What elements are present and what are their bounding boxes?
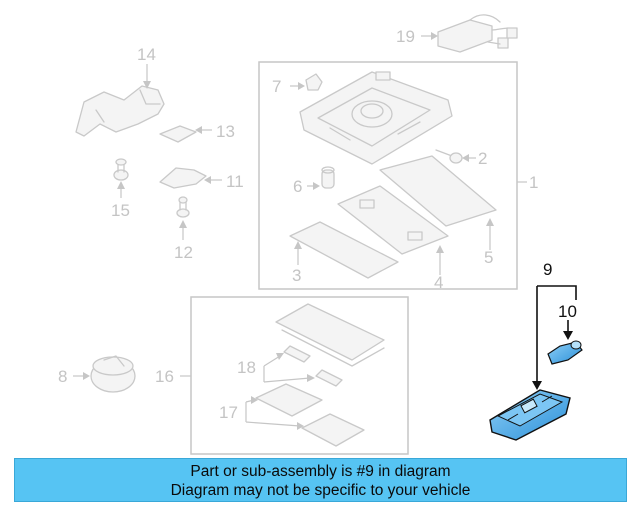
arrow-17a (251, 396, 258, 404)
callout-8: 8 (58, 367, 67, 386)
part-18-bulbs (283, 345, 343, 387)
arrow-10 (563, 331, 573, 340)
callout-3: 3 (292, 266, 301, 285)
callout-14: 14 (137, 45, 156, 64)
callout-12: 12 (174, 243, 193, 262)
callout-19: 19 (396, 27, 415, 46)
arrow-2 (462, 154, 469, 162)
arrow-19 (431, 32, 438, 40)
part-3-pad (289, 221, 399, 279)
part-11-bracket (159, 167, 207, 189)
part-8-lamp (90, 355, 136, 393)
arrow-14 (143, 81, 151, 89)
assembly-box-1 (258, 61, 518, 290)
callout-18: 18 (237, 358, 256, 377)
arrow-7 (298, 82, 305, 90)
arrow-13 (195, 126, 202, 134)
leader-18 (263, 355, 311, 383)
part-13-clip (159, 125, 197, 143)
callout-17: 17 (219, 403, 238, 422)
part-10-bulb (547, 340, 583, 365)
callout-5: 5 (484, 248, 493, 267)
banner-line-2: Diagram may not be specific to your vehi… (170, 482, 471, 499)
part-17-pads (255, 383, 365, 447)
lens-cover (275, 303, 385, 367)
part-5-pad (379, 155, 497, 227)
part-6-plug (321, 166, 335, 189)
arrow-6 (313, 182, 320, 190)
arrow-4 (436, 245, 444, 253)
callout-7: 7 (272, 77, 281, 96)
parts-diagram: 1 2 3 4 5 6 7 8 9 10 11 12 13 14 15 16 1… (58, 14, 583, 455)
part-19-harness (437, 14, 518, 53)
arrow-15 (117, 181, 125, 189)
arrow-3 (294, 241, 302, 249)
callout-10: 10 (558, 302, 577, 321)
arrow-18a (276, 353, 284, 360)
part-2-screw (435, 149, 463, 164)
part-12-screw (176, 196, 190, 218)
part-15-screw (113, 158, 129, 181)
arrow-9 (532, 381, 542, 390)
arrow-11 (204, 176, 211, 184)
arrow-12 (179, 220, 187, 228)
callout-2: 2 (478, 149, 487, 168)
console-housing (299, 71, 453, 165)
arrow-8 (83, 372, 90, 380)
arrow-17b (297, 422, 304, 430)
part-14-bracket (75, 85, 165, 137)
banner-line-1: Part or sub-assembly is #9 in diagram (190, 463, 451, 480)
callout-16: 16 (155, 367, 174, 386)
arrow-5 (486, 218, 494, 226)
callout-4: 4 (434, 273, 443, 292)
callout-1: 1 (529, 173, 538, 192)
callout-13: 13 (216, 122, 235, 141)
callout-11: 11 (226, 172, 244, 191)
part-7-clip (305, 73, 323, 91)
callout-15: 15 (111, 201, 130, 220)
part-9-lamp-assembly (489, 389, 571, 441)
callout-6: 6 (293, 177, 302, 196)
info-banner: Part or sub-assembly is #9 in diagram Di… (14, 458, 627, 502)
leader-9 (536, 285, 577, 384)
part-4-pad (337, 185, 449, 255)
callout-9: 9 (543, 260, 552, 279)
arrow-18b (307, 374, 315, 382)
